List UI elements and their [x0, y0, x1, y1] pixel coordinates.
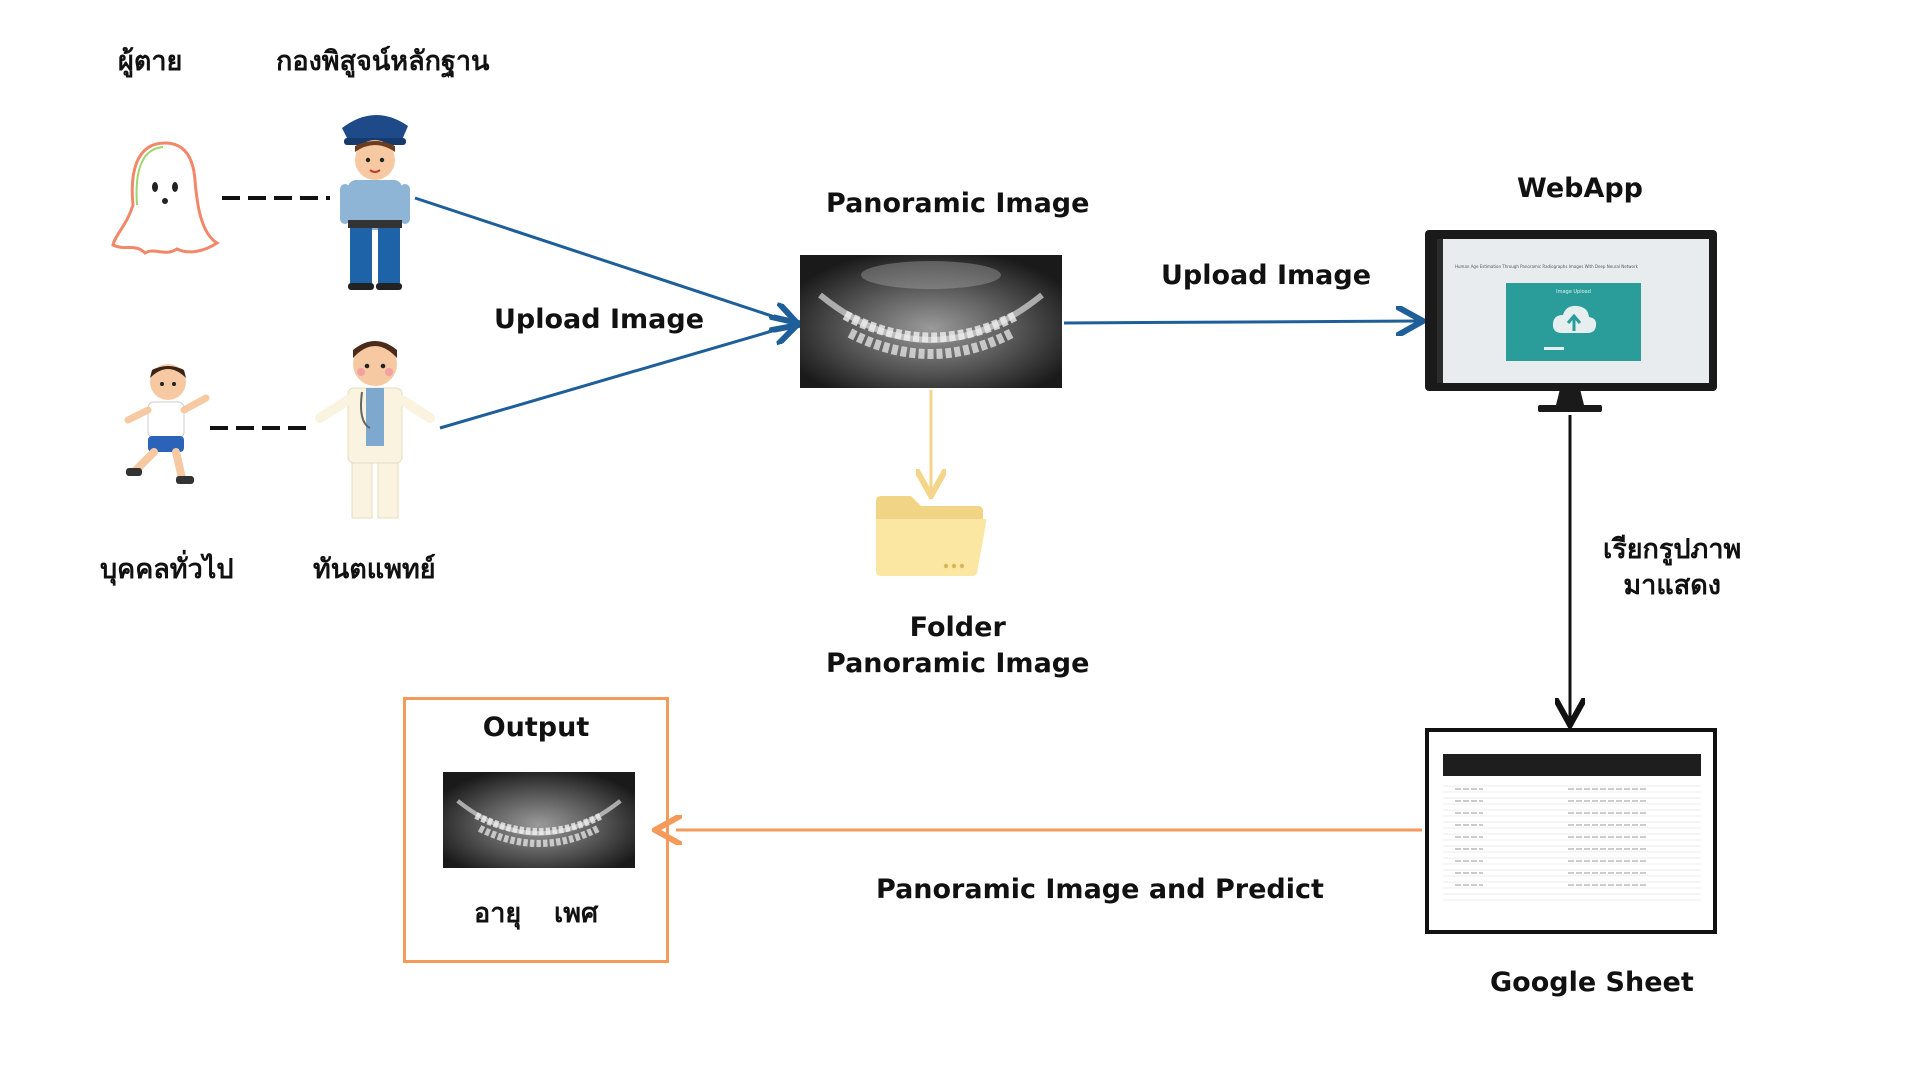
folder-label-line1: Folder: [909, 612, 1006, 643]
label-forensic: กองพิสูจน์หลักฐาน: [276, 46, 490, 77]
output-xray-image: [443, 772, 635, 868]
output-box: Output อายุ เพศ: [403, 697, 669, 963]
police-officer-icon: [340, 114, 410, 290]
folder-icon: [876, 496, 987, 576]
webapp-header: Human Age Estimation Through Panoramic R…: [1455, 264, 1638, 269]
upload-card-button[interactable]: [1544, 347, 1564, 350]
arrow-xray-to-webapp: [1063, 321, 1420, 323]
label-age: อายุ: [474, 898, 522, 929]
running-child-icon: [124, 364, 210, 484]
webapp-screen: Human Age Estimation Through Panoramic R…: [1437, 239, 1709, 383]
fetch-label-line1: เรียกรูปภาพ: [1603, 534, 1742, 565]
folder-label-line2: Panoramic Image: [826, 648, 1090, 680]
upload-card-title: Image Upload: [1556, 289, 1591, 295]
monitor-icon: Human Age Estimation Through Panoramic R…: [1425, 230, 1717, 391]
label-panoramic-predict: Panoramic Image and Predict: [876, 874, 1324, 905]
xray-image: [800, 255, 1062, 388]
ghost-icon: [111, 141, 220, 255]
cloud-upload-icon: [1552, 305, 1597, 333]
label-fetch-images: เรียกรูปภาพ มาแสดง: [1603, 532, 1741, 605]
label-output: Output: [482, 712, 590, 743]
monitor-stand: [1538, 389, 1602, 412]
spreadsheet-icon: [1425, 728, 1717, 934]
label-sex: เพศ: [554, 898, 599, 929]
label-webapp: WebApp: [1517, 173, 1644, 204]
label-google-sheet: Google Sheet: [1490, 967, 1694, 998]
label-panoramic-image: Panoramic Image: [826, 188, 1090, 219]
upload-card[interactable]: Image Upload: [1506, 283, 1641, 361]
arrow-police-to-xray: [414, 196, 796, 324]
webapp-sidebar: [1437, 239, 1443, 383]
label-deceased: ผู้ตาย: [118, 46, 183, 77]
sheet-grid: [1443, 785, 1701, 901]
dentist-icon: [315, 341, 435, 519]
label-dentist: ทันตแพทย์: [313, 554, 436, 585]
label-upload-image-left: Upload Image: [494, 304, 705, 335]
sheet-toolbar: [1443, 754, 1701, 776]
label-folder-panoramic: Folder Panoramic Image: [826, 610, 1089, 683]
label-upload-image-right: Upload Image: [1161, 260, 1372, 291]
fetch-label-line2: มาแสดง: [1623, 570, 1721, 602]
arrow-dentist-to-xray: [439, 324, 796, 430]
label-general-person: บุคคลทั่วไป: [100, 554, 234, 585]
